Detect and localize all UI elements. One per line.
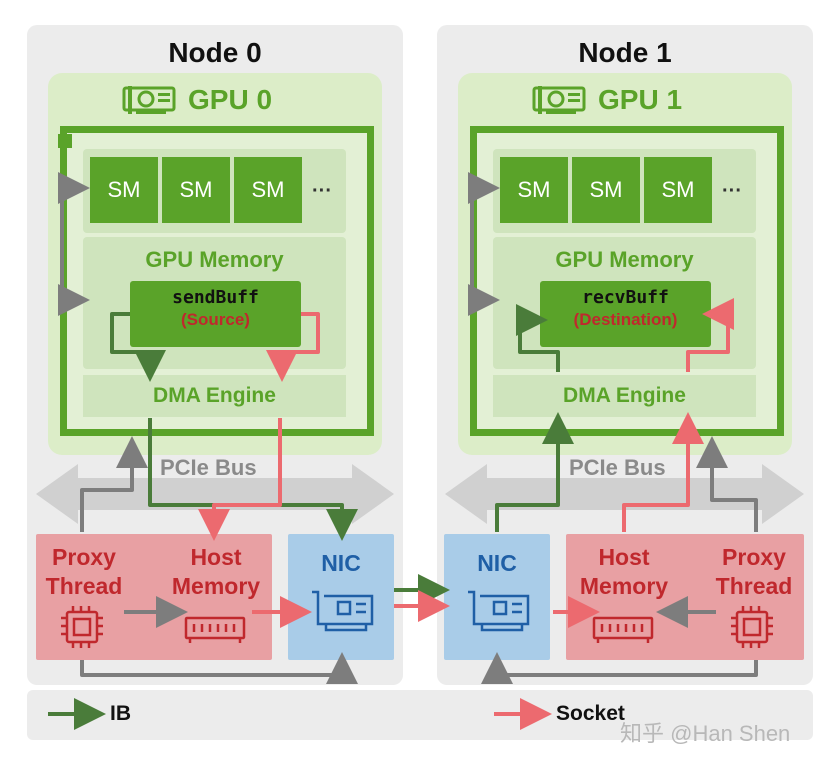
host-memory-label-0: Host Memory bbox=[171, 544, 261, 599]
gpu-0-inner bbox=[58, 126, 374, 436]
memory-icon bbox=[184, 616, 246, 643]
dma-engine-0: DMA Engine bbox=[83, 375, 346, 417]
buffer-name: recvBuff bbox=[582, 287, 669, 308]
sm-block: SM bbox=[162, 157, 230, 223]
sm-block: SM bbox=[90, 157, 158, 223]
proxy-thread-label-1: Proxy Thread bbox=[715, 544, 793, 599]
pcie-bus-label-1: PCIe Bus bbox=[569, 455, 666, 480]
sm-block: SM bbox=[234, 157, 302, 223]
watermark: 知乎 @Han Shen bbox=[620, 721, 791, 746]
host-memory-label-1: Host Memory bbox=[579, 544, 669, 599]
cpu-icon bbox=[731, 606, 773, 648]
gpu-0-label: GPU 0 bbox=[188, 84, 273, 115]
gpu-card-icon bbox=[532, 84, 590, 116]
recv-buffer: recvBuff (Destination) bbox=[540, 281, 711, 347]
sm-block: SM bbox=[644, 157, 712, 223]
memory-icon bbox=[592, 616, 654, 643]
proxy-thread-label-0: Proxy Thread bbox=[45, 544, 123, 599]
sm-block: SM bbox=[572, 157, 640, 223]
sm-more: ··· bbox=[312, 180, 332, 202]
sm-more: ··· bbox=[722, 180, 742, 202]
pcie-bus-label-0: PCIe Bus bbox=[160, 455, 257, 480]
dma-engine-1: DMA Engine bbox=[493, 375, 756, 417]
nic-label-1: NIC bbox=[477, 550, 517, 576]
network-card-icon bbox=[468, 590, 530, 632]
legend-ib: IB bbox=[110, 702, 131, 725]
node-1-title: Node 1 bbox=[578, 37, 672, 68]
nic-label-0: NIC bbox=[321, 550, 361, 576]
buffer-name: sendBuff bbox=[172, 287, 259, 308]
gpu-1-label: GPU 1 bbox=[598, 84, 683, 115]
send-buffer: sendBuff (Source) bbox=[130, 281, 301, 347]
gpu-memory-title: GPU Memory bbox=[145, 247, 284, 272]
cpu-icon bbox=[61, 606, 103, 648]
network-card-icon bbox=[312, 590, 374, 632]
buffer-role: (Destination) bbox=[573, 310, 678, 329]
legend bbox=[27, 690, 813, 740]
frame-notch bbox=[58, 134, 72, 148]
gpu-memory-title: GPU Memory bbox=[555, 247, 694, 272]
node-0-title: Node 0 bbox=[168, 37, 262, 68]
sm-block: SM bbox=[500, 157, 568, 223]
legend-socket: Socket bbox=[556, 702, 625, 725]
gpu-card-icon bbox=[122, 84, 180, 116]
buffer-role: (Source) bbox=[181, 310, 250, 329]
